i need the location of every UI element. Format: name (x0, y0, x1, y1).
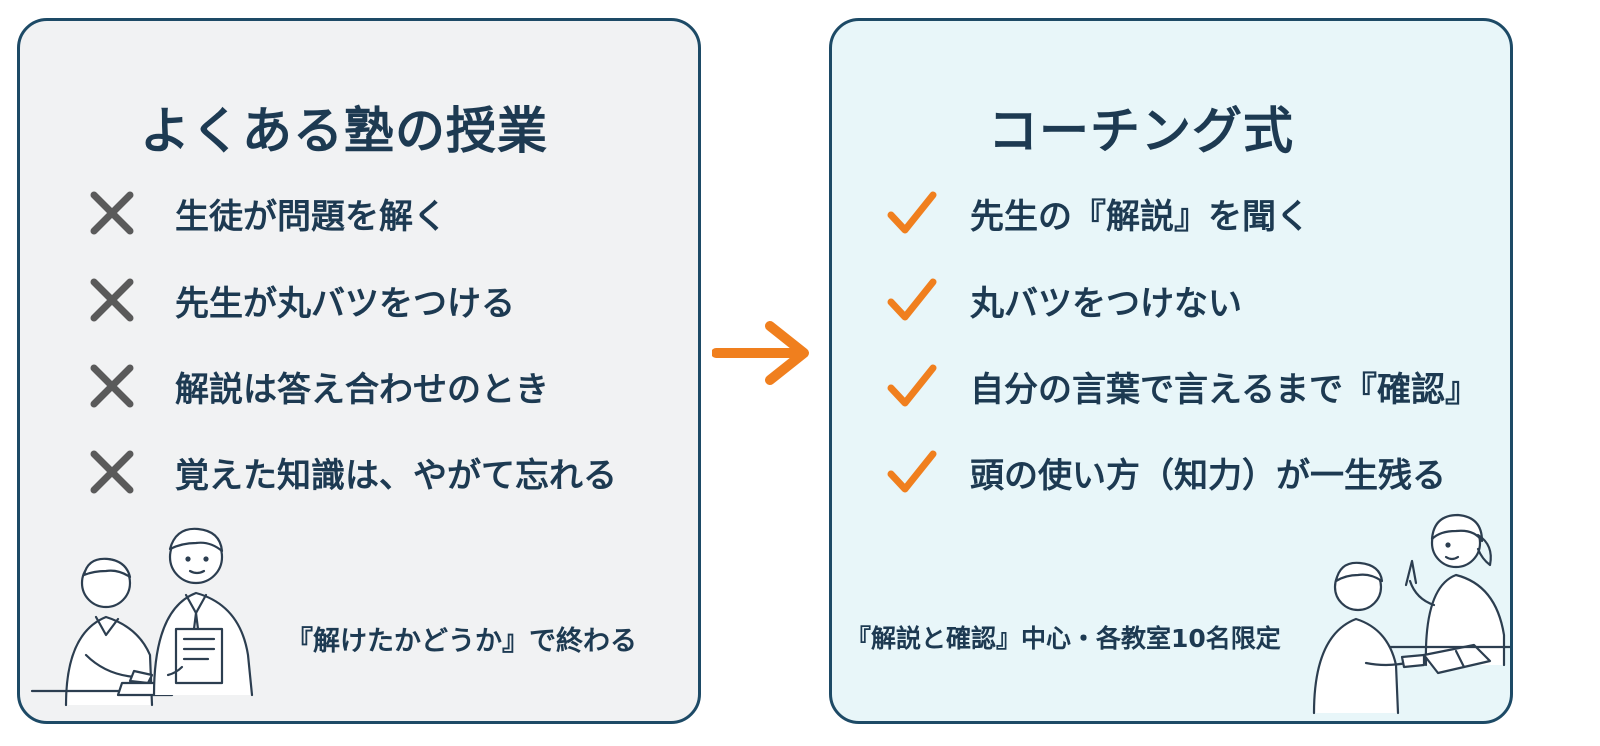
student-and-teacher-grading-illustration (30, 527, 254, 707)
right-panel-title: コーチング式 (988, 102, 1294, 160)
left-item-text: 先生が丸バツをつける (175, 283, 515, 324)
left-caption: 『解けたかどうか』で終わる (286, 626, 637, 657)
cross-icon (90, 278, 134, 322)
left-item-text: 覚えた知識は、やがて忘れる (175, 455, 617, 496)
cross-icon (90, 450, 134, 494)
teacher-explaining-to-student-illustration (1312, 513, 1510, 715)
check-icon (887, 364, 937, 407)
check-icon (887, 450, 937, 493)
right-item-text: 丸バツをつけない (970, 283, 1242, 324)
right-list-item: 自分の言葉で言えるまで『確認』 (832, 356, 1510, 416)
right-list-item: 丸バツをつけない (832, 270, 1510, 330)
left-list-item: 覚えた知識は、やがて忘れる (20, 442, 698, 502)
right-item-text: 先生の『解説』を聞く (970, 196, 1310, 237)
coaching-style-panel: コーチング式 先生の『解説』を聞く 丸バツをつけない 自分の言葉で言えるまで『確… (829, 18, 1513, 724)
traditional-cram-school-panel: よくある塾の授業 生徒が問題を解く 先生が丸バツをつける 解説は答え合わせのとき… (17, 18, 701, 724)
left-list-item: 解説は答え合わせのとき (20, 356, 698, 416)
left-list-item: 先生が丸バツをつける (20, 270, 698, 330)
left-item-text: 生徒が問題を解く (175, 196, 447, 237)
check-icon (887, 278, 937, 321)
right-item-text: 自分の言葉で言えるまで『確認』 (970, 369, 1479, 410)
right-list-item: 頭の使い方（知力）が一生残る (832, 442, 1510, 502)
right-item-text: 頭の使い方（知力）が一生残る (970, 455, 1446, 496)
cross-icon (90, 364, 134, 408)
arrow-right-icon (712, 321, 809, 385)
left-item-text: 解説は答え合わせのとき (175, 369, 549, 410)
check-icon (887, 191, 937, 234)
right-caption: 『解説と確認』中心・各教室10名限定 (846, 624, 1281, 653)
right-list-item: 先生の『解説』を聞く (832, 183, 1510, 243)
left-list-item: 生徒が問題を解く (20, 183, 698, 243)
left-panel-title: よくある塾の授業 (140, 102, 548, 160)
cross-icon (90, 191, 134, 235)
